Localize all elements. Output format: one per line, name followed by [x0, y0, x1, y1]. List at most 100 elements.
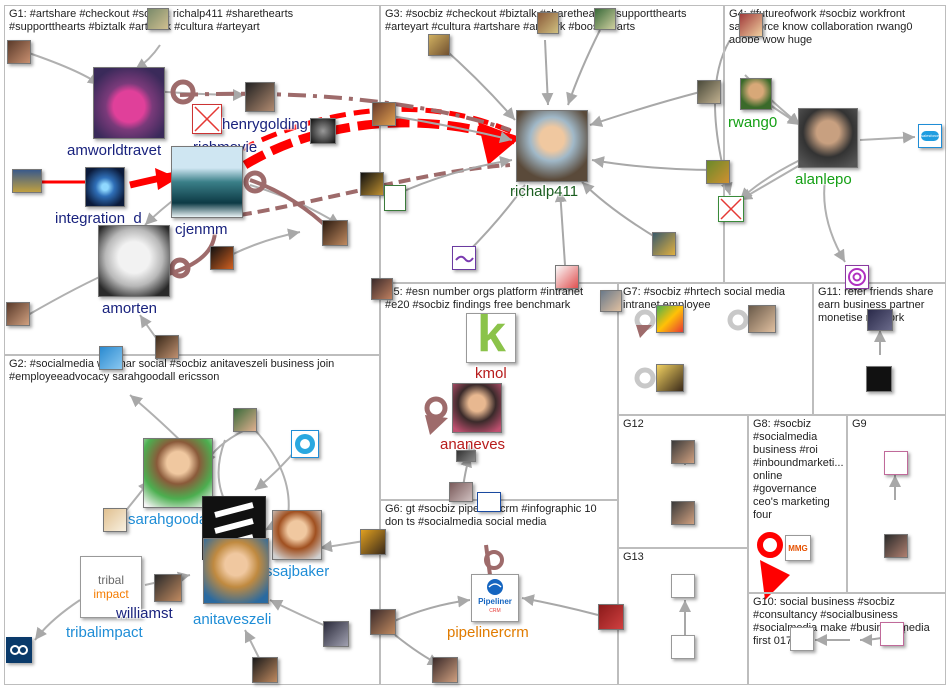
- node-avatar-g2-f[interactable]: [6, 637, 32, 663]
- node-henrygolding[interactable]: [245, 82, 275, 112]
- node-avatar-g2-d[interactable]: [360, 529, 386, 555]
- node-ananeves[interactable]: [452, 383, 502, 433]
- node-avatar-g6-c[interactable]: [432, 657, 458, 683]
- node-richalp411[interactable]: [516, 110, 588, 182]
- node-avatar-g13-a[interactable]: [671, 574, 695, 598]
- group-g8: G8: #socbiz #socialmedia business #roi #…: [748, 415, 847, 593]
- node-ssajbaker[interactable]: [272, 510, 322, 560]
- node-avatar-g2-e[interactable]: [323, 621, 349, 647]
- node-avatar-g1-a[interactable]: [7, 40, 31, 64]
- pipeliner-logo-sub: CRM: [489, 608, 501, 614]
- node-avatar-g1-c[interactable]: [310, 118, 336, 144]
- node-avatar-g5-c[interactable]: [456, 450, 476, 462]
- node-integration-d[interactable]: [85, 167, 125, 207]
- label-richalp411: richalp411: [510, 183, 579, 200]
- label-ananeves: ananeves: [440, 436, 506, 453]
- node-alanlepo[interactable]: [798, 108, 858, 168]
- group-g12-label: G12: [623, 418, 644, 430]
- group-g1: G1: #artshare #checkout #socbiz richalp4…: [4, 5, 380, 355]
- node-avatar-g1-b[interactable]: [147, 8, 169, 30]
- node-avatar-g2-a[interactable]: [99, 346, 123, 370]
- node-salesforce[interactable]: salesforce: [918, 124, 942, 148]
- node-avatar-g1-d[interactable]: [12, 169, 42, 193]
- label-williamst: williamst: [116, 605, 173, 622]
- pipeliner-logo-icon: [487, 579, 503, 595]
- node-avatar-g5-d[interactable]: [449, 482, 473, 502]
- node-pipelinercrm[interactable]: Pipeliner CRM: [471, 574, 519, 622]
- node-avatar-g3-b[interactable]: [537, 12, 559, 34]
- node-avatar-g1-f[interactable]: [210, 246, 234, 270]
- node-avatar-g9-b[interactable]: [884, 534, 908, 558]
- node-amorten[interactable]: [98, 225, 170, 297]
- salesforce-cloud-icon: salesforce: [921, 131, 939, 141]
- node-avatar-g11-b[interactable]: [866, 366, 892, 392]
- node-avatar-g6-a[interactable]: [370, 609, 396, 635]
- label-kmol: kmol: [475, 365, 507, 382]
- node-cjenmm[interactable]: [171, 146, 243, 218]
- node-avatar-g1-g[interactable]: [360, 172, 384, 196]
- missing-image-icon: [720, 198, 742, 220]
- node-avatar-g3-g[interactable]: [706, 160, 730, 184]
- node-avatar-g3-e[interactable]: [384, 185, 406, 211]
- label-integration-d: integration_d: [55, 210, 142, 227]
- node-mmg[interactable]: MMG: [785, 535, 811, 561]
- group-g2-label: G2: #socialmedia webinar social #socbiz …: [9, 358, 335, 383]
- node-avatar-g9-a[interactable]: [884, 451, 908, 475]
- node-g4-missing-image[interactable]: [718, 196, 744, 222]
- node-avatar-g2-g[interactable]: [252, 657, 278, 683]
- node-avatar-g3-d[interactable]: [372, 102, 396, 126]
- node-avatar-g7-c[interactable]: [656, 364, 684, 392]
- node-avatar-g7-b[interactable]: [748, 305, 776, 333]
- node-avatar-g6-b[interactable]: [598, 604, 624, 630]
- node-avatar-g2-ring[interactable]: [291, 430, 319, 458]
- label-tribalimpact: tribalimpact: [66, 624, 143, 641]
- node-avatar-g4-a[interactable]: [739, 13, 763, 37]
- node-avatar-g10-b[interactable]: [880, 622, 904, 646]
- node-avatar-g13-b[interactable]: [671, 635, 695, 659]
- group-g9-label: G9: [852, 418, 867, 430]
- g10-red-self-loop: [757, 532, 783, 558]
- node-avatar-g5-e[interactable]: [477, 492, 501, 512]
- node-avatar-g1-h[interactable]: [6, 302, 30, 326]
- node-avatar-g3-h[interactable]: [652, 232, 676, 256]
- node-avatar-g12-b[interactable]: [671, 501, 695, 525]
- node-avatar-g2-b[interactable]: [233, 408, 257, 432]
- group-g7-label: G7: #socbiz #hrtech social media intrane…: [623, 286, 786, 311]
- node-avatar-g12-a[interactable]: [671, 440, 695, 464]
- node-kmol[interactable]: k: [466, 313, 516, 363]
- node-avatar-g10-a[interactable]: [790, 627, 814, 651]
- node-at-sign-logo[interactable]: [845, 265, 869, 289]
- kmol-logo-icon: k: [477, 313, 506, 363]
- mmg-logo-text: MMG: [788, 544, 808, 553]
- node-avatar-g5-a[interactable]: [371, 278, 393, 300]
- node-avatar-g3-i[interactable]: [452, 246, 476, 270]
- group-g2: G2: #socialmedia webinar social #socbiz …: [4, 355, 380, 685]
- group-g7: G7: #socbiz #hrtech social media intrane…: [618, 283, 813, 415]
- node-avatar-g3-f[interactable]: [697, 80, 721, 104]
- purple-logo-icon: [455, 255, 474, 263]
- node-avatar-g7-a[interactable]: [656, 305, 684, 333]
- node-avatar-g11-a[interactable]: [867, 309, 893, 331]
- label-rwang0: rwang0: [728, 114, 778, 131]
- node-avatar-g3-j[interactable]: [555, 265, 579, 289]
- node-amworldtravet[interactable]: [93, 67, 165, 139]
- group-g8-label: G8: #socbiz #socialmedia business #roi #…: [753, 418, 844, 521]
- node-avatar-g3-c[interactable]: [594, 8, 616, 30]
- tribal-logo-text: tribal: [97, 573, 124, 587]
- group-g3: G3: #socbiz #checkout #biztalk #sharethe…: [380, 5, 724, 283]
- node-sarahgoodall[interactable]: [143, 438, 213, 508]
- node-henrygolding-missing-image[interactable]: [192, 104, 222, 134]
- node-rwang0[interactable]: [740, 78, 772, 110]
- red-arrowhead-cjenmm: [155, 168, 178, 190]
- node-avatar-g3-a[interactable]: [428, 34, 450, 56]
- node-tribalimpact[interactable]: tribal impact: [80, 556, 142, 618]
- node-avatar-g2-c[interactable]: [103, 508, 127, 532]
- link-logo-icon: [10, 645, 28, 655]
- group-g6: G6: gt #socbiz pipelinercrm #infographic…: [380, 500, 618, 685]
- node-avatar-g1-i[interactable]: [155, 335, 179, 359]
- node-anitaveszeli[interactable]: [203, 538, 269, 604]
- tribal-logo-sub: impact: [93, 587, 129, 601]
- node-avatar-g5-b[interactable]: [600, 290, 622, 312]
- node-avatar-g1-e[interactable]: [322, 220, 348, 246]
- node-avatar-g2-williamst[interactable]: [154, 574, 182, 602]
